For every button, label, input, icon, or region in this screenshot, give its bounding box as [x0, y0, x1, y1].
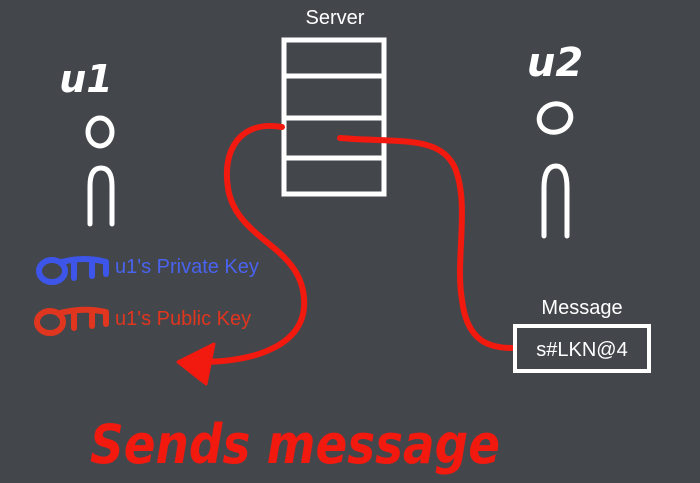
user-u1-label: u1: [59, 57, 113, 101]
server-label: Server: [306, 7, 365, 29]
public-key-label: u1's Public Key: [115, 308, 251, 330]
message-box: [513, 324, 651, 373]
arrow-icon: [197, 122, 308, 365]
private-key-label: u1's Private Key: [115, 256, 259, 278]
caption: Sends message: [90, 413, 500, 476]
arrow-head: [176, 342, 216, 386]
message-heading: Message: [541, 297, 622, 319]
key-icon: [36, 256, 109, 285]
message-value: s#LKN@4: [536, 339, 627, 361]
stick-figure-icon: [536, 101, 574, 239]
server-rack-icon: [281, 37, 387, 197]
user-u2-label: u2: [527, 40, 583, 86]
server-to-message-line: [337, 135, 515, 351]
key-icon: [34, 306, 109, 336]
stick-figure-icon: [85, 115, 115, 227]
